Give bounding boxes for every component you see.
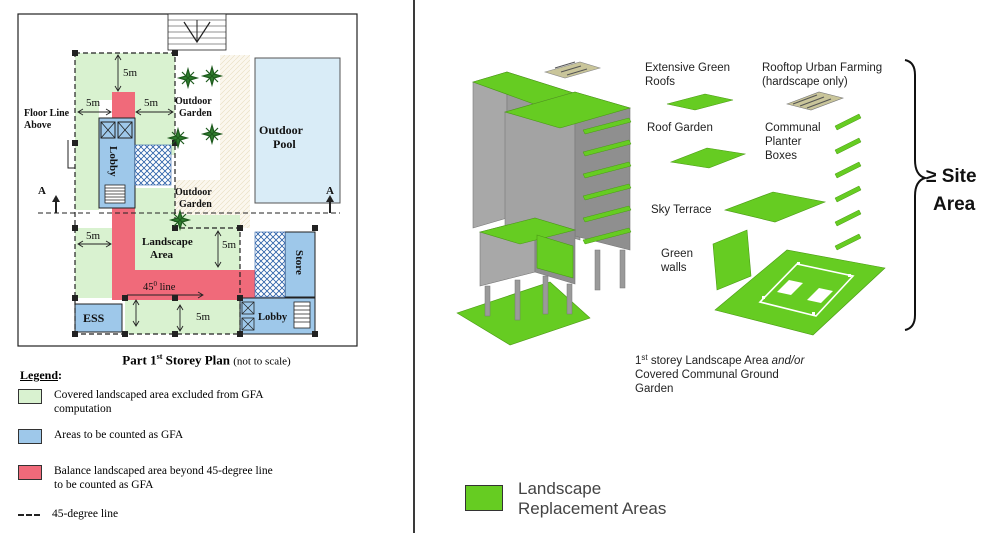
extensive-green-roofs-label-2: Roofs bbox=[645, 76, 675, 88]
legend-dash-line bbox=[18, 514, 40, 516]
outdoor-pool-label: Outdoor bbox=[259, 123, 304, 137]
ground-landscape-label-3: Garden bbox=[635, 383, 673, 395]
rooftop-farming-label: Rooftop Urban Farming bbox=[762, 62, 882, 74]
legend-item-45-line: 45-degree line bbox=[18, 507, 292, 521]
paved-area bbox=[175, 55, 250, 228]
floor-line-label: Floor Line bbox=[24, 108, 70, 119]
communal-label-2: Planter bbox=[765, 136, 802, 148]
green-walls-label-2: walls bbox=[660, 262, 687, 274]
floor-plan-panel: 5m 5m 5m 5m 5m 5m Floor Line Above Outdo… bbox=[0, 0, 413, 533]
roof-garden-green bbox=[503, 91, 632, 129]
green-wall-building bbox=[536, 234, 574, 279]
floor-line-label-2: Above bbox=[24, 120, 52, 131]
green-walls-label: Green bbox=[661, 248, 693, 260]
outdoor-pool-label-2: Pool bbox=[273, 137, 296, 151]
green-area-top bbox=[75, 53, 175, 210]
site-area-label: ≥ Site bbox=[926, 166, 977, 187]
site-area-label-2: Area bbox=[933, 194, 976, 215]
extensive-green-roofs-label: Extensive Green bbox=[645, 62, 730, 74]
legend-item-covered: Covered landscaped area excluded from GF… bbox=[18, 388, 294, 416]
extensive-green-roof-piece bbox=[666, 93, 734, 111]
ess-room bbox=[74, 303, 123, 333]
dim-5m-right: 5m bbox=[144, 97, 159, 109]
ess-label: ESS bbox=[83, 311, 105, 325]
dim-5m-left: 5m bbox=[86, 97, 101, 109]
green-area-bottom bbox=[125, 298, 240, 334]
outdoor-garden-top-label-2: Garden bbox=[179, 108, 212, 119]
ground-landscape-label: 1st storey Landscape Area and/or bbox=[635, 353, 805, 367]
legend-swatch-blue bbox=[18, 429, 42, 444]
green-area-landscape bbox=[135, 188, 240, 270]
isometric-drawing: Extensive Green Roofs Rooftop Urban Farm… bbox=[456, 59, 977, 395]
legend-item-balance: Balance landscaped area beyond 45-degree… bbox=[18, 464, 279, 492]
floor-line-above bbox=[74, 52, 241, 335]
rooftop-farming-label-2: (hardscape only) bbox=[762, 76, 848, 88]
legend-item-gfa: Areas to be counted as GFA bbox=[18, 428, 294, 444]
dim-5m-top: 5m bbox=[123, 67, 138, 79]
communal-label-3: Boxes bbox=[765, 150, 797, 162]
communal-planter-boxes bbox=[834, 113, 862, 251]
red-area-top bbox=[112, 92, 135, 118]
site-area-brace bbox=[904, 59, 929, 331]
green-walls-piece bbox=[712, 229, 752, 291]
legend-swatch-red bbox=[18, 465, 42, 480]
landscape-key-swatch bbox=[465, 485, 503, 511]
communal-label: Communal bbox=[765, 122, 821, 134]
dim-5m-bottom: 5m bbox=[196, 311, 211, 323]
lower-roof-green bbox=[478, 217, 577, 245]
tree-icon bbox=[166, 64, 224, 232]
section-label-right: A bbox=[326, 185, 334, 197]
outdoor-garden-mid-label: Outdoor bbox=[175, 187, 212, 198]
ground-garden-piece bbox=[714, 249, 886, 336]
plan-caption-note: (not to scale) bbox=[233, 355, 291, 368]
panel-divider bbox=[413, 0, 415, 533]
lobby-vertical-label: Lobby bbox=[107, 146, 119, 177]
landscape-area-label-2: Area bbox=[150, 249, 174, 261]
outdoor-pool bbox=[254, 57, 341, 204]
roof-garden-piece bbox=[669, 147, 747, 169]
sky-terrace-piece bbox=[723, 191, 827, 223]
red-area-l bbox=[112, 208, 255, 300]
ground-landscape-label-2: Covered Communal Ground bbox=[635, 369, 779, 381]
landscape-key-label: Landscape Replacement Areas bbox=[518, 479, 667, 518]
floor-plan-drawing: 5m 5m 5m 5m 5m 5m Floor Line Above Outdo… bbox=[17, 13, 358, 347]
outdoor-garden-top-label: Outdoor bbox=[175, 96, 212, 107]
rooftop-farm-piece bbox=[785, 91, 845, 111]
lobby-bottom-label: Lobby bbox=[258, 312, 288, 323]
hatched-gfa-area bbox=[134, 144, 172, 186]
landscape-area-label: Landscape bbox=[142, 236, 193, 248]
dim-5m-landscape: 5m bbox=[222, 239, 237, 251]
outdoor-garden-mid-label-2: Garden bbox=[179, 199, 212, 210]
store bbox=[284, 231, 316, 298]
plan-caption: Part 1st Storey Plan (not to scale) bbox=[122, 352, 291, 368]
sky-terrace-label: Sky Terrace bbox=[651, 204, 712, 216]
isometric-panel: Extensive Green Roofs Rooftop Urban Farm… bbox=[415, 0, 1000, 533]
legend-title: Legend: bbox=[20, 368, 63, 382]
section-label-left: A bbox=[38, 185, 46, 197]
legend-swatch-green bbox=[18, 389, 42, 404]
roof-garden-label: Roof Garden bbox=[647, 122, 713, 134]
line-45-label: 450 line bbox=[143, 280, 176, 293]
dim-5m-left-lower: 5m bbox=[86, 230, 101, 242]
store-label: Store bbox=[293, 250, 305, 275]
green-area-left bbox=[75, 228, 112, 298]
